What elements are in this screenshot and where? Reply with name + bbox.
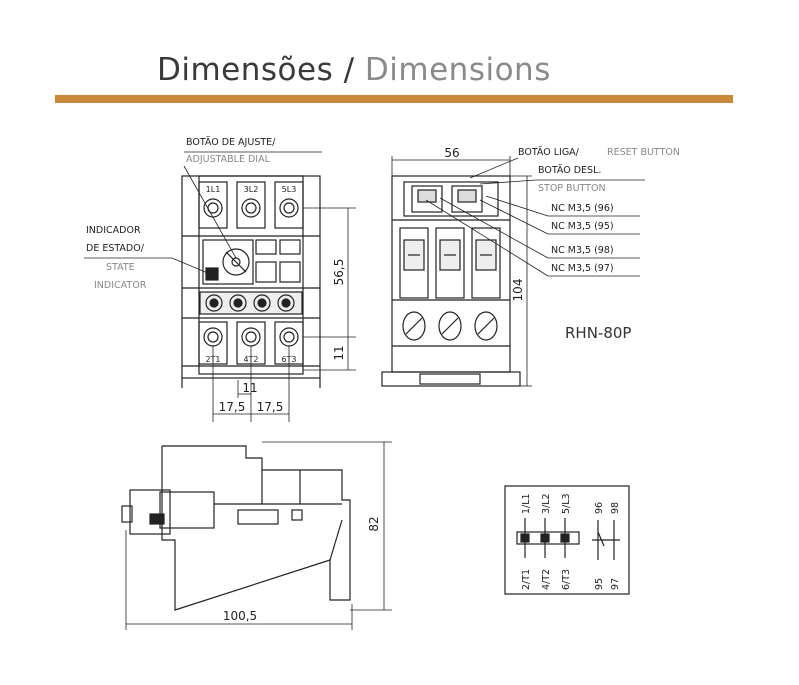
dim-11-vertical: 11 xyxy=(332,345,346,360)
label-reset-pt: BOTÃO LIGA/ xyxy=(518,147,580,158)
dim-100-5: 100,5 xyxy=(223,609,257,623)
screw-icon xyxy=(241,198,261,218)
schematic-label-bottom: 2/T1 xyxy=(521,569,532,590)
label-state-indicator-en2: INDICATOR xyxy=(94,280,147,291)
title-underline-bar xyxy=(55,95,733,103)
label-adjust-dial-pt: BOTÃO DE AJUSTE/ xyxy=(186,137,276,148)
wiring-schematic: 1/L1 3/L2 5/L3 96 98 2/T1 4/T2 6/T3 95 9… xyxy=(504,485,630,595)
label-stop-pt: BOTÃO DESL. xyxy=(538,165,601,176)
label-state-indicator-en1: STATE xyxy=(106,262,135,273)
schematic-label-top: 96 xyxy=(594,502,605,514)
screw-icon xyxy=(203,198,223,218)
front-view-rhn80p: 56 104 BOTÃO LIGA/ RESET BUTTON BOTÃO DE… xyxy=(381,146,680,387)
label-stop-en: STOP BUTTON xyxy=(538,183,606,194)
state-indicator-icon xyxy=(205,267,219,281)
model-label: RHN-80P xyxy=(565,324,631,342)
terminal-label-top: 5L3 xyxy=(282,185,297,194)
schematic-label-top: 3/L2 xyxy=(541,493,552,514)
label-nc97: NC M3,5 (97) xyxy=(551,263,614,274)
terminal-label-top: 1L1 xyxy=(206,185,221,194)
label-nc98: NC M3,5 (98) xyxy=(551,245,614,256)
schematic-label-top: 98 xyxy=(610,502,621,514)
title-english: Dimensions xyxy=(364,52,551,88)
schematic-label-top: 5/L3 xyxy=(561,493,572,514)
schematic-frame xyxy=(504,485,630,595)
side-view: 82 100,5 xyxy=(121,441,392,630)
schematic-label-bottom: 4/T2 xyxy=(541,569,552,590)
title-separator: / xyxy=(343,52,355,88)
screw-icon xyxy=(241,327,261,347)
side-terminal-block xyxy=(129,489,171,535)
dim-11-horizontal: 11 xyxy=(242,381,257,395)
label-nc96: NC M3,5 (96) xyxy=(551,203,614,214)
schematic-label-bottom: 6/T3 xyxy=(561,569,572,590)
label-reset-en: RESET BUTTON xyxy=(607,147,680,158)
screw-icon xyxy=(279,327,299,347)
label-state-indicator-pt1: INDICADOR xyxy=(86,225,141,236)
adjust-dial-icon xyxy=(222,248,250,276)
label-nc95: NC M3,5 (95) xyxy=(551,221,614,232)
terminal-label-top: 3L2 xyxy=(244,185,259,194)
screw-icon xyxy=(203,327,223,347)
page-title: Dimensões / Dimensions xyxy=(157,52,551,88)
screw-icon xyxy=(279,198,299,218)
rhn-body-outline xyxy=(391,175,511,373)
title-portuguese: Dimensões xyxy=(157,52,334,88)
dim-104: 104 xyxy=(511,279,525,302)
dim-82: 82 xyxy=(367,516,381,531)
label-adjust-dial-en: ADJUSTABLE DIAL xyxy=(186,154,271,165)
dim-56-5: 56,5 xyxy=(332,259,346,286)
schematic-label-bottom: 97 xyxy=(610,578,621,590)
dim-17-5-left: 17,5 xyxy=(219,400,246,414)
front-view: 1L1 3L2 5L3 2T1 4T2 6T3 BOTÃO DE AJUSTE/… xyxy=(84,137,356,422)
schematic-label-top: 1/L1 xyxy=(521,493,532,514)
dim-17-5-right: 17,5 xyxy=(257,400,284,414)
dim-56: 56 xyxy=(444,146,459,160)
schematic-label-bottom: 95 xyxy=(594,578,605,590)
label-state-indicator-pt2: DE ESTADO/ xyxy=(86,243,145,254)
adjust-dial-panel xyxy=(202,239,254,285)
